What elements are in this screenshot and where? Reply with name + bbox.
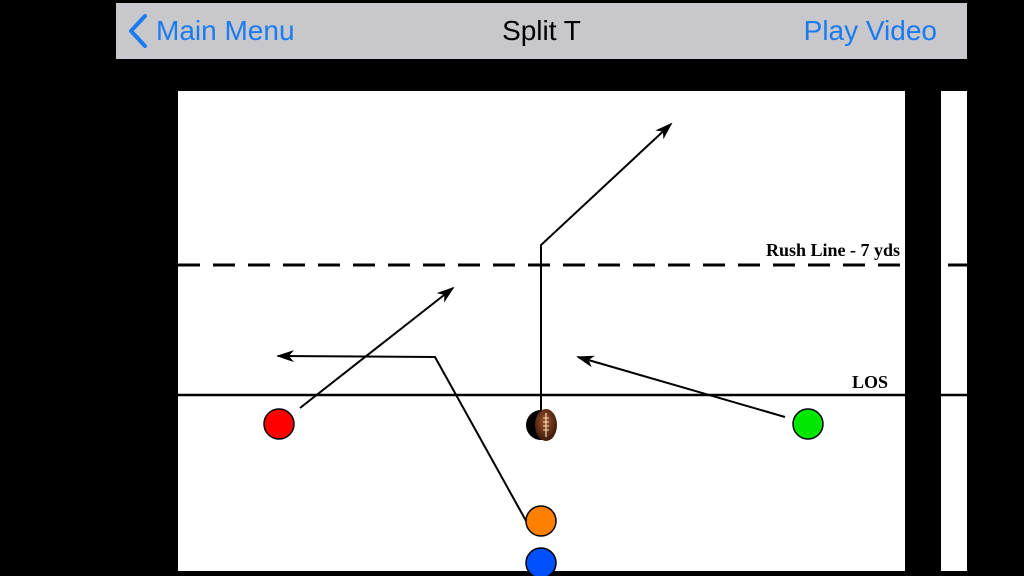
quarterback-route [276, 350, 531, 529]
player-running-back [525, 547, 557, 576]
center-route [540, 122, 673, 410]
right-receiver-route [576, 355, 786, 418]
football-icon [526, 409, 557, 441]
main-menu-label: Main Menu [156, 15, 295, 46]
rush-line-label: Rush Line - 7 yds [766, 240, 900, 260]
navigation-bar: Main Menu Split T Play Video [116, 3, 967, 59]
los-label: LOS [852, 372, 888, 392]
play-video-button[interactable]: Play Video [803, 15, 937, 46]
chevron-left-icon [128, 13, 148, 49]
player-right-receiver [792, 408, 824, 440]
player-left-receiver [263, 408, 295, 440]
left-receiver-route [299, 286, 455, 409]
player-quarterback [525, 505, 557, 537]
field-panel-edge [941, 91, 967, 571]
main-menu-button[interactable]: Main Menu [128, 3, 295, 59]
